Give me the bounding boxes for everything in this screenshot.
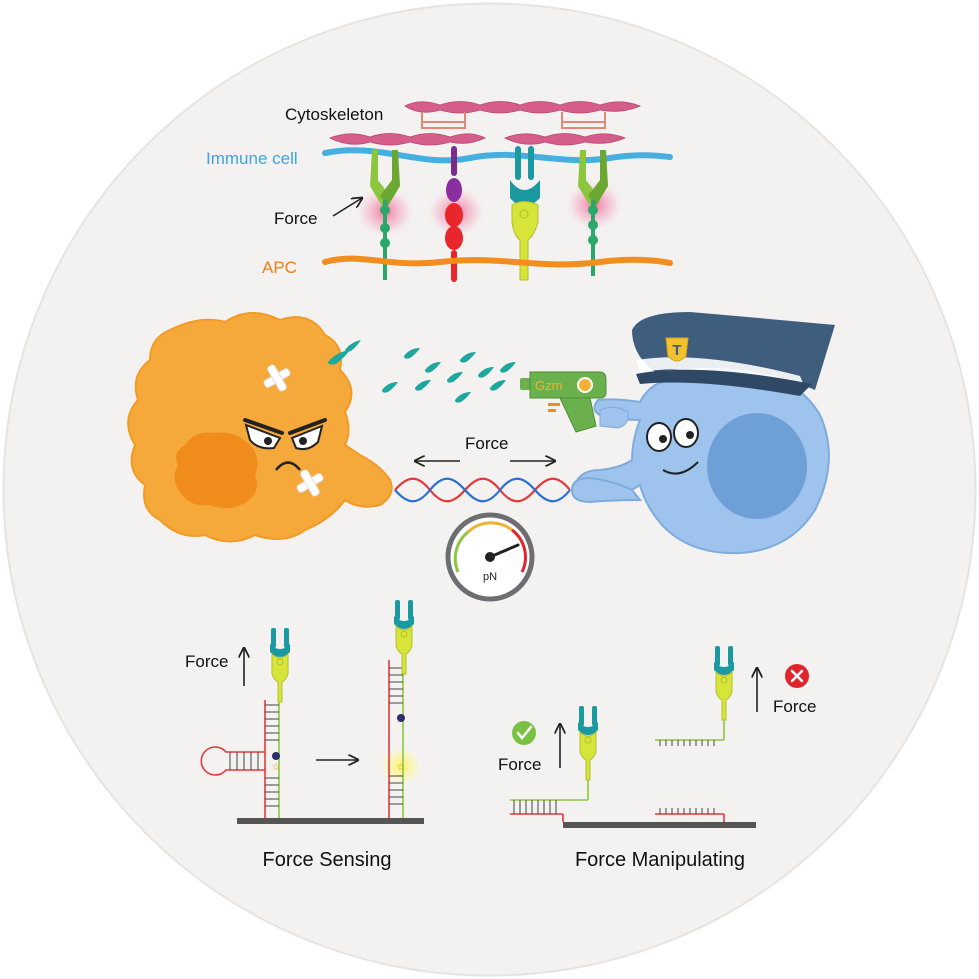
speedometer-icon: pN (445, 512, 535, 602)
check-icon (512, 721, 536, 745)
force-label-middle: Force (465, 434, 508, 453)
bandage-icon (263, 364, 291, 392)
cross-icon (785, 664, 809, 688)
top-panel: Cytoskeleton Immune cell (206, 101, 673, 282)
force-label-manip-right: Force (773, 697, 816, 716)
force-sensing-title: Force Sensing (263, 849, 392, 871)
svg-text:☆: ☆ (272, 762, 281, 773)
apc-label: APC (262, 258, 297, 277)
gzm-gun: Gzm (520, 371, 629, 433)
hairpin-probe: ☆ (200, 680, 281, 818)
bandage-icon (296, 469, 324, 497)
substrate-surface (237, 818, 424, 824)
middle-panel: T Gzm Force (127, 312, 835, 602)
force-manipulating-title: Force Manipulating (575, 849, 745, 871)
dna-helix (394, 477, 571, 503)
substrate-surface (563, 822, 756, 828)
t-cell-arm (570, 476, 643, 504)
immune-cell-membrane (322, 147, 673, 164)
force-manipulating-panel: Force (498, 645, 816, 871)
svg-text:☆: ☆ (397, 762, 406, 773)
opened-probe: ☆ (388, 640, 406, 818)
integrin-molecule (578, 150, 608, 276)
gun-label: Gzm (535, 378, 562, 393)
force-label-top: Force (274, 209, 317, 228)
cytoskeleton-label: Cytoskeleton (285, 105, 383, 124)
cytoskeleton-fibers (329, 101, 642, 146)
integrin-molecule (370, 150, 400, 280)
apc-nucleus (174, 432, 258, 509)
gauge-unit: pN (483, 571, 497, 583)
force-sensing-panel: ☆ Force ☆ Force Sensing (185, 599, 424, 871)
ruptured-strand (655, 720, 725, 822)
police-hat: T (632, 312, 835, 396)
force-label-manip-left: Force (498, 755, 541, 774)
spray-drops (328, 340, 516, 403)
t-cell-nucleus (707, 413, 807, 519)
tcr-molecule (510, 146, 540, 281)
cytoskeleton-crosslinkers (421, 112, 606, 129)
apc-membrane (322, 255, 673, 268)
immune-cell-label: Immune cell (206, 149, 298, 168)
force-label-sensing: Force (185, 652, 228, 671)
apc-face (243, 418, 327, 471)
badge-letter: T (672, 342, 681, 359)
arrow-icon (332, 198, 362, 217)
intact-duplex (510, 780, 589, 822)
t-cell-face (646, 418, 699, 475)
